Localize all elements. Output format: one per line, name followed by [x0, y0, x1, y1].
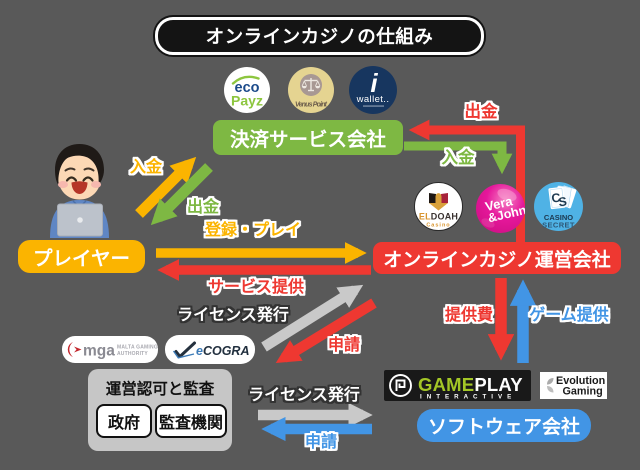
title-box: オンラインカジノの仕組み — [155, 17, 484, 55]
regulator-box: 運営認可と監査 政府 監査機関 — [88, 369, 232, 451]
gameplay-word-game: GAME — [418, 374, 474, 395]
venuspoint-word: Venus Point — [295, 102, 328, 109]
label-apply-mid: 申請 — [327, 337, 361, 354]
iwallet-i: i — [370, 68, 378, 98]
player-label: プレイヤー — [33, 248, 130, 270]
ecopayz-logo: eco Payz — [224, 67, 270, 113]
software-company-label: ソフトウェア会社 — [427, 417, 580, 438]
payment-company-label: 決済サービス会社 — [229, 129, 386, 151]
gameplay-word-play: PLAY — [474, 374, 523, 395]
verajohn-logo: Vera &John — [476, 184, 528, 233]
eldoah-word-doah: DOAH — [431, 212, 458, 222]
casinosecret-s: S — [558, 194, 568, 209]
svg-text:GAMEPLAY: GAMEPLAY — [418, 374, 523, 395]
label-deposit-diag: 入金 — [129, 159, 163, 176]
player-mouth — [71, 181, 88, 194]
ecopayz-word-eco: eco — [235, 80, 260, 96]
ecogra-e: e — [196, 344, 203, 358]
ecopayz-word-payz: Payz — [231, 93, 263, 109]
eldoah-word-casino: Casino — [426, 223, 450, 229]
regulator-title: 運営認可と監査 — [105, 381, 215, 398]
gameplay-logo: GAMEPLAY INTERACTIVE — [384, 370, 531, 401]
player-hair — [55, 144, 104, 185]
casinosecret-logo: C S CASINO SECRET — [534, 182, 583, 231]
eldoah-logo: ELDOAH Casino — [414, 182, 463, 231]
label-register-play: 登録・プレイ — [204, 222, 302, 239]
label-apply-bottom: 申請 — [304, 434, 338, 451]
ecogra-cogra: COGRA — [203, 344, 250, 358]
ecogra-logo: eCOGRA — [165, 335, 255, 364]
arrow-license-mid — [261, 284, 364, 352]
mga-sub2: AUTHORITY — [117, 351, 148, 357]
arrow-deposit-top — [404, 141, 513, 175]
iwallet-word: wallet.. — [356, 94, 390, 105]
casinosecret-c: C — [551, 191, 562, 206]
casinosecret-word-secret: SECRET — [542, 221, 575, 230]
casino-operator-box: オンラインカジノ運営会社 — [373, 242, 621, 274]
software-company-box: ソフトウェア会社 — [417, 409, 591, 442]
page-title: オンラインカジノの仕組み — [205, 26, 434, 47]
iwallet-logo: i wallet.. — [349, 66, 397, 114]
label-license-bottom: ライセンス発行 — [248, 387, 360, 404]
label-deposit-top: 入金 — [441, 148, 475, 167]
evolution-word2: Gaming — [563, 385, 603, 397]
evolution-logo: Evolution Gaming — [540, 372, 607, 399]
player-face — [58, 152, 101, 200]
arrow-deposit-diagonal — [135, 156, 197, 218]
arrow-apply-mid — [275, 298, 377, 364]
mga-sub1: MALTA GAMING — [117, 345, 158, 351]
regulator-audit-box: 監査機関 — [155, 404, 227, 438]
regulator-gov-box: 政府 — [96, 404, 152, 438]
regulator-gov-label: 政府 — [107, 415, 140, 432]
regulator-audit-label: 監査機関 — [158, 415, 223, 432]
player-box: プレイヤー — [18, 240, 145, 273]
eldoah-word-el: EL — [419, 212, 431, 222]
label-game-provide: ゲーム提供 — [529, 307, 609, 324]
svg-text:eCOGRA: eCOGRA — [196, 344, 249, 358]
gameplay-word-interactive: INTERACTIVE — [420, 394, 516, 401]
casino-operator-label: オンラインカジノ運営会社 — [383, 249, 611, 271]
casinosecret-word-casino: CASINO — [544, 213, 573, 222]
payment-company-box: 決済サービス会社 — [213, 120, 403, 155]
mga-word: mga — [83, 343, 115, 360]
label-provide-fee: 提供費 — [444, 307, 494, 324]
arrow-withdraw-diagonal — [150, 163, 213, 226]
label-license-mid: ライセンス発行 — [177, 307, 289, 324]
evolution-word1: Evolution — [556, 375, 605, 387]
label-service-provide: サービス提供 — [207, 279, 305, 296]
verajohn-word-vera: Vera — [484, 193, 515, 214]
svg-text:ELDOAH: ELDOAH — [419, 212, 458, 222]
player-illustration — [50, 144, 109, 238]
label-withdraw-top: 出金 — [464, 102, 498, 121]
venuspoint-logo: Venus Point — [288, 67, 334, 113]
label-withdraw-diag: 出金 — [186, 199, 220, 216]
mga-logo: mga MALTA GAMING AUTHORITY — [62, 336, 158, 363]
